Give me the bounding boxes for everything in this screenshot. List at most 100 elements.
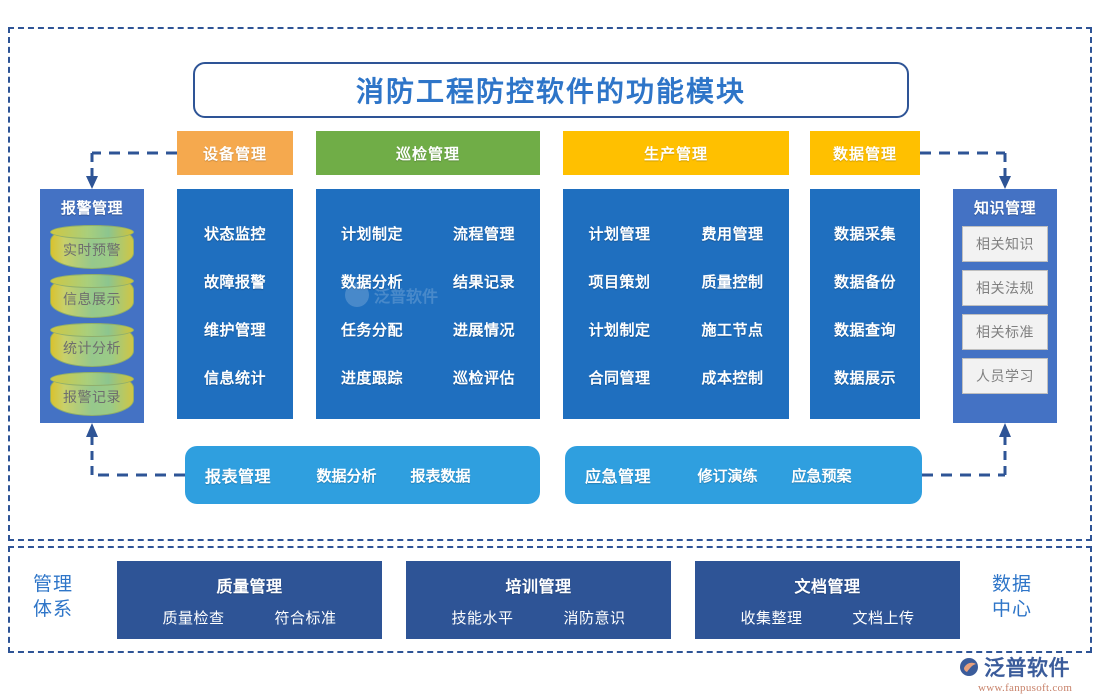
panel-title: 报警管理 <box>60 200 123 217</box>
column-item[interactable]: 状态监控 <box>203 225 266 243</box>
box-quality-management: 质量管理 质量检查 符合标准 <box>117 561 382 639</box>
column-row: 任务分配 进展情况 <box>316 305 540 353</box>
column-data-management: 数据采集 数据备份 数据查询 数据展示 <box>810 189 920 419</box>
knowledge-item[interactable]: 相关标准 <box>962 314 1048 350</box>
bar-report-management: 报表管理 数据分析 报表数据 <box>185 446 540 504</box>
column-row: 维护管理 <box>177 305 293 353</box>
column-row: 计划制定 流程管理 <box>316 209 540 257</box>
tab-inspection-management[interactable]: 巡检管理 <box>316 131 540 175</box>
tab-equipment-management[interactable]: 设备管理 <box>177 131 293 175</box>
column-item[interactable]: 项目策划 <box>588 273 651 291</box>
tab-data-management[interactable]: 数据管理 <box>810 131 920 175</box>
diagram-title-box: 消防工程防控软件的功能模块 <box>193 62 909 118</box>
column-row: 计划管理 费用管理 <box>563 209 789 257</box>
column-item[interactable]: 数据备份 <box>833 273 896 291</box>
column-row: 数据分析 结果记录 <box>316 257 540 305</box>
column-item[interactable]: 成本控制 <box>701 369 764 387</box>
cylinder-item[interactable]: 实时预警 <box>50 225 134 269</box>
bar-item[interactable]: 修订演练 <box>697 467 758 485</box>
column-item[interactable]: 计划管理 <box>588 225 651 243</box>
label-line: 数据 <box>991 574 1032 595</box>
bar-item[interactable]: 应急预案 <box>791 467 852 485</box>
column-row: 合同管理 成本控制 <box>563 353 789 401</box>
column-item[interactable]: 数据采集 <box>833 225 896 243</box>
box-item[interactable]: 文档上传 <box>852 609 915 627</box>
column-equipment-management: 状态监控 故障报警 维护管理 信息统计 <box>177 189 293 419</box>
column-item[interactable]: 数据展示 <box>833 369 896 387</box>
panel-alarm-management: 报警管理 实时预警 信息展示 统计分析 报警记录 <box>40 189 144 423</box>
box-items: 收集整理 文档上传 <box>740 607 914 628</box>
label-line: 中心 <box>991 599 1032 620</box>
column-item[interactable]: 合同管理 <box>588 369 651 387</box>
box-document-management: 文档管理 收集整理 文档上传 <box>695 561 960 639</box>
column-item[interactable]: 计划制定 <box>340 225 403 243</box>
column-item[interactable]: 进展情况 <box>452 321 515 339</box>
box-item[interactable]: 技能水平 <box>451 609 514 627</box>
column-item[interactable]: 质量控制 <box>701 273 764 291</box>
box-title: 培训管理 <box>505 578 572 596</box>
box-item[interactable]: 消防意识 <box>563 609 626 627</box>
knowledge-item[interactable]: 相关知识 <box>962 226 1048 262</box>
column-item[interactable]: 施工节点 <box>701 321 764 339</box>
column-item[interactable]: 维护管理 <box>203 321 266 339</box>
label-line: 管理 <box>32 574 73 595</box>
column-item[interactable]: 进度跟踪 <box>340 369 403 387</box>
column-row: 数据备份 <box>810 257 920 305</box>
bar-emergency-management: 应急管理 修订演练 应急预案 <box>565 446 922 504</box>
column-production-management: 计划管理 费用管理 项目策划 质量控制 计划制定 施工节点 合同管理 成本控制 <box>563 189 789 419</box>
box-training-management: 培训管理 技能水平 消防意识 <box>406 561 671 639</box>
column-item[interactable]: 信息统计 <box>203 369 266 387</box>
logo-name: 泛普软件 <box>984 657 1070 680</box>
bar-title: 应急管理 <box>585 469 652 486</box>
column-item[interactable]: 费用管理 <box>701 225 764 243</box>
logo-url: www.fanpusoft.com <box>978 682 1073 694</box>
column-row: 数据查询 <box>810 305 920 353</box>
label-line: 体系 <box>32 599 73 620</box>
bar-title: 报表管理 <box>205 469 272 486</box>
brand-logo: 泛普软件 www.fanpusoft.com <box>958 652 1090 696</box>
column-row: 状态监控 <box>177 209 293 257</box>
box-title: 文档管理 <box>794 578 861 596</box>
box-items: 技能水平 消防意识 <box>451 607 625 628</box>
panel-knowledge-management: 知识管理 相关知识 相关法规 相关标准 人员学习 <box>953 189 1057 423</box>
knowledge-item[interactable]: 人员学习 <box>962 358 1048 394</box>
box-item[interactable]: 符合标准 <box>274 609 337 627</box>
panel-title: 知识管理 <box>973 200 1036 217</box>
column-row: 信息统计 <box>177 353 293 401</box>
lower-section-frame <box>8 546 1092 653</box>
column-item[interactable]: 结果记录 <box>452 273 515 291</box>
page-title: 消防工程防控软件的功能模块 <box>355 76 746 107</box>
column-row: 数据采集 <box>810 209 920 257</box>
cylinder-item[interactable]: 信息展示 <box>50 274 134 318</box>
column-item[interactable]: 流程管理 <box>452 225 515 243</box>
cylinder-label: 实时预警 <box>63 241 121 258</box>
cylinder-item[interactable]: 统计分析 <box>50 323 134 367</box>
fanpu-logo-icon <box>960 658 978 676</box>
box-item[interactable]: 质量检查 <box>162 609 225 627</box>
bar-item[interactable]: 数据分析 <box>316 467 377 485</box>
cylinder-item[interactable]: 报警记录 <box>50 372 134 416</box>
column-row: 故障报警 <box>177 257 293 305</box>
knowledge-item[interactable]: 相关法规 <box>962 270 1048 306</box>
bar-items: 修订演练 应急预案 <box>651 465 898 486</box>
column-item[interactable]: 巡检评估 <box>452 369 515 387</box>
cylinder-label: 信息展示 <box>63 290 121 307</box>
column-item[interactable]: 计划制定 <box>588 321 651 339</box>
cylinder-label: 报警记录 <box>63 388 121 405</box>
tab-production-management[interactable]: 生产管理 <box>563 131 789 175</box>
column-inspection-management: 计划制定 流程管理 数据分析 结果记录 任务分配 进展情况 进度跟踪 巡检评估 <box>316 189 540 419</box>
label-management-system: 管理 体系 <box>22 572 84 622</box>
column-item[interactable]: 故障报警 <box>203 273 266 291</box>
label-data-center: 数据 中心 <box>981 572 1043 622</box>
column-item[interactable]: 数据分析 <box>340 273 403 291</box>
box-title: 质量管理 <box>216 578 283 596</box>
tab-label: 数据管理 <box>832 145 897 163</box>
cylinder-label: 统计分析 <box>63 339 121 356</box>
box-item[interactable]: 收集整理 <box>740 609 803 627</box>
column-item[interactable]: 任务分配 <box>340 321 403 339</box>
column-item[interactable]: 数据查询 <box>833 321 896 339</box>
column-row: 进度跟踪 巡检评估 <box>316 353 540 401</box>
bar-item[interactable]: 报表数据 <box>410 467 471 485</box>
upper-section-frame <box>8 27 1092 541</box>
